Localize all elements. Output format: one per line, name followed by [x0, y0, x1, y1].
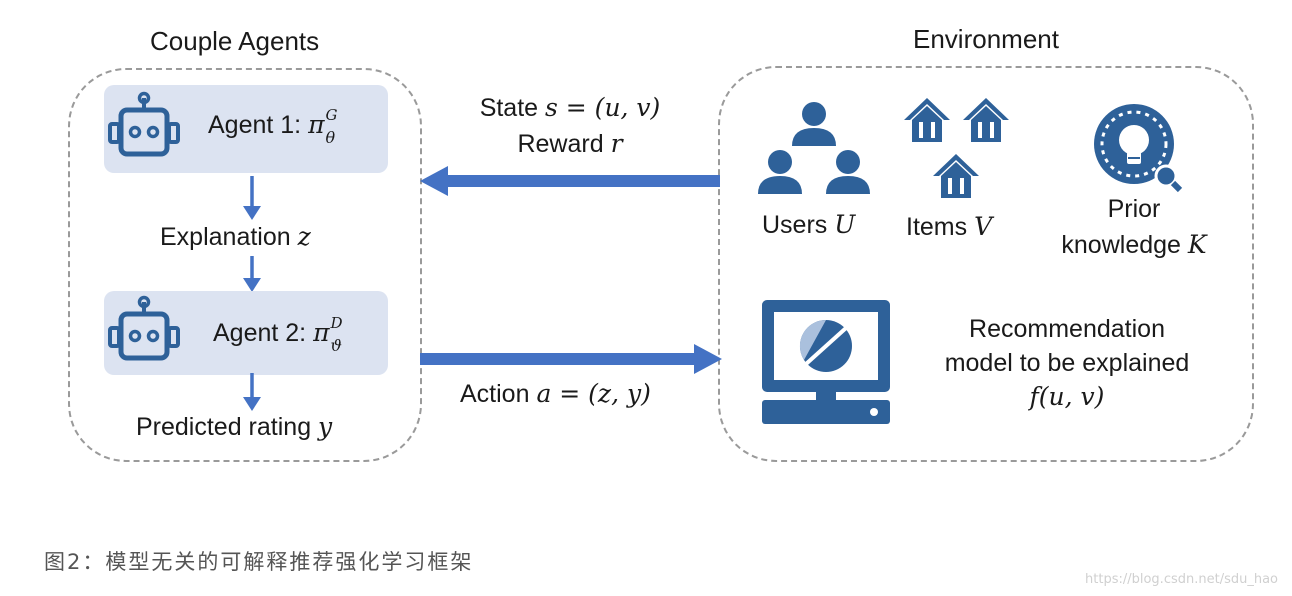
agent2-text: Agent 2: — [213, 319, 314, 347]
arrow-down-2 — [243, 256, 261, 292]
items-text: Items — [906, 213, 975, 241]
reward-text: Reward — [517, 130, 611, 158]
state-text: State — [479, 94, 546, 122]
robot-icon — [108, 295, 180, 361]
users-text: Users — [762, 211, 835, 239]
agent2-subscript: ϑ — [330, 336, 342, 355]
arrow-right-action — [420, 344, 722, 374]
figure-caption: 图2：模型无关的可解释推荐强化学习框架 — [44, 550, 474, 574]
prior-line2: knowledge K — [1034, 227, 1234, 263]
explanation-text: Explanation — [160, 223, 298, 251]
reward-line: Reward r — [430, 126, 710, 162]
agent1-policy: π — [308, 110, 325, 139]
action-expr: a = (z, y) — [536, 379, 651, 408]
recommendation-line2: model to be explained — [944, 349, 1190, 377]
state-expr: s = (u, v) — [545, 93, 661, 122]
action-label: Action a = (z, y) — [460, 379, 651, 409]
explanation-label: Explanation z — [160, 222, 311, 252]
watermark: https://blog.csdn.net/sdu_hao — [1085, 572, 1278, 587]
users-label: Users U — [762, 210, 855, 240]
users-var: U — [834, 210, 856, 239]
agent1-subscript: θ — [325, 128, 336, 147]
environment-title: Environment — [913, 24, 1059, 54]
prior-line2-text: knowledge — [1061, 231, 1188, 259]
reward-var: r — [610, 129, 623, 158]
couple-agents-title: Couple Agents — [150, 26, 320, 56]
prior-line1: Prior — [1107, 195, 1161, 223]
house-icon — [904, 98, 950, 142]
house-icon — [933, 154, 979, 198]
robot-icon — [108, 91, 180, 157]
arrow-left-state — [420, 166, 720, 196]
couple-agents-box — [68, 68, 422, 462]
recommendation-function: f(u, v) — [1029, 382, 1105, 411]
predicted-rating-label: Predicted rating y — [136, 412, 332, 442]
users-icon — [758, 102, 870, 194]
recommendation-label: Recommendation model to be explained f(u… — [912, 312, 1222, 414]
predicted-text: Predicted rating — [136, 413, 319, 441]
arrow-down-3 — [243, 373, 261, 411]
recommendation-line1: Recommendation — [969, 315, 1165, 343]
prior-knowledge-label: Prior knowledge K — [1034, 192, 1234, 263]
house-icon — [963, 98, 1009, 142]
explanation-var: z — [297, 222, 311, 251]
computer-icon — [762, 300, 890, 424]
state-line: State s = (u, v) — [430, 90, 710, 126]
agent2-policy: π — [313, 318, 330, 347]
agent2-superscript: D — [330, 314, 343, 332]
predicted-var: y — [318, 412, 333, 441]
items-label: Items V — [906, 212, 992, 242]
prior-var: K — [1187, 230, 1207, 259]
agent1-superscript: G — [325, 106, 338, 124]
agent1-text: Agent 1: — [208, 111, 309, 139]
lightbulb-icon — [1094, 104, 1183, 193]
environment-box — [718, 66, 1254, 462]
state-reward-label: State s = (u, v) Reward r — [430, 90, 710, 162]
arrow-down-1 — [243, 176, 261, 220]
action-text: Action — [460, 380, 537, 408]
items-var: V — [974, 212, 993, 241]
